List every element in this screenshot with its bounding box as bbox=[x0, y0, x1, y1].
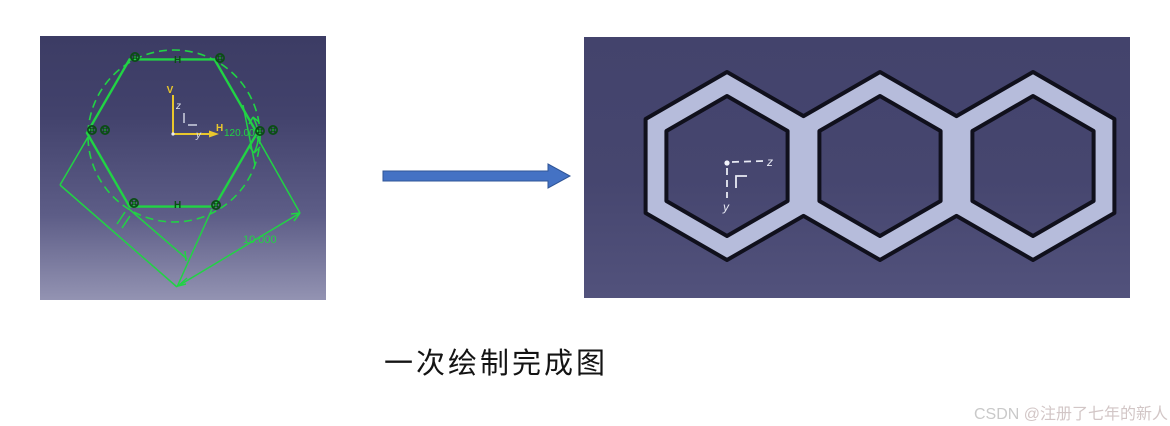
catia-result-view: z y bbox=[584, 37, 1130, 298]
watermark-brand: CSDN bbox=[973, 406, 1024, 423]
dimension-lines bbox=[59, 104, 301, 288]
transition-arrow-icon bbox=[382, 163, 572, 189]
angle-dimension-value: 120.00 bbox=[224, 128, 255, 139]
watermark-handle: @注册了七年的新人 bbox=[1023, 406, 1168, 423]
origin-point bbox=[171, 132, 175, 136]
coincidence-constraint-icon bbox=[268, 125, 278, 135]
origin-point bbox=[724, 160, 730, 166]
plane-corner-icon bbox=[183, 113, 197, 126]
y-axis-label: y bbox=[722, 200, 730, 214]
z-axis-label: z bbox=[766, 155, 773, 169]
offset-dimension-value: 10.000 bbox=[243, 234, 277, 246]
coincidence-constraint-icon bbox=[215, 53, 225, 63]
honeycomb-part: z y bbox=[643, 70, 1117, 262]
sketch-drawing: 120.00 10.000 H H V H bbox=[59, 49, 301, 288]
z-axis-label: z bbox=[175, 101, 181, 112]
horizontal-constraint-icon: H bbox=[174, 55, 181, 66]
figure-caption: 一次绘制完成图 bbox=[384, 348, 609, 380]
v-axis-label: V bbox=[167, 85, 174, 96]
catia-sketch-view: 120.00 10.000 H H V H bbox=[40, 36, 326, 300]
horizontal-constraint-icon: H bbox=[174, 200, 181, 211]
model-axis-labels: z y bbox=[175, 101, 202, 141]
hexagonal-rings-solid bbox=[643, 70, 1117, 262]
part-axis bbox=[724, 160, 764, 198]
watermark: CSDN @注册了七年的新人 bbox=[974, 400, 1168, 424]
sketch-axis: V H bbox=[167, 85, 223, 138]
y-axis-label: y bbox=[195, 130, 202, 141]
coincidence-constraint-icon bbox=[100, 125, 110, 135]
plane-corner-icon bbox=[735, 175, 747, 188]
construction-circle bbox=[87, 49, 261, 223]
h-axis-arrow-icon bbox=[209, 130, 219, 138]
h-axis-label: H bbox=[216, 123, 223, 134]
